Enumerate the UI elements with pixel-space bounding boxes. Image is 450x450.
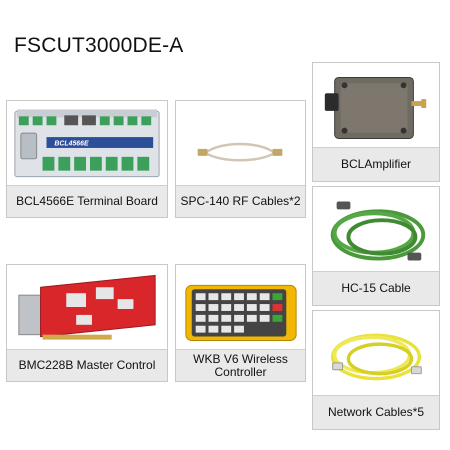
terminal-board-illustration: BCL4566E [14, 109, 160, 178]
product-image-network [313, 311, 439, 397]
wireless-remote-illustration [185, 284, 297, 341]
product-caption-bmc228b: BMC228B Master Control [7, 349, 167, 381]
amplifier-illustration [324, 76, 427, 139]
product-card-bmc228b[interactable]: BMC228B Master Control [6, 264, 168, 382]
page-title: FSCUT3000DE-A [14, 34, 184, 57]
caption-line-2: Controller [214, 364, 267, 379]
product-caption-network: Network Cables*5 [313, 395, 439, 429]
product-caption-bclamplifier: BCLAmplifier [313, 147, 439, 181]
product-card-network[interactable]: Network Cables*5 [312, 310, 440, 430]
green-cable-illustration [330, 201, 426, 261]
product-caption-bcl4566e: BCL4566E Terminal Board [7, 185, 167, 217]
pci-card-illustration [18, 274, 156, 340]
yellow-cable-illustration [330, 333, 422, 381]
caption-line-1: WKB V6 Wireless [193, 351, 288, 366]
product-image-bcl4566e: BCL4566E [7, 101, 167, 187]
rf-cable-illustration [197, 142, 283, 162]
product-caption-wkb: WKB V6 Wireless Controller [176, 349, 305, 381]
product-card-hc15[interactable]: HC-15 Cable [312, 186, 440, 306]
product-image-wkb [176, 265, 305, 351]
product-card-bcl4566e[interactable]: BCL4566E BCL4566E Terminal Board [6, 100, 168, 218]
product-caption-spc140: SPC-140 RF Cables*2 [176, 185, 305, 217]
product-card-spc140[interactable]: SPC-140 RF Cables*2 [175, 100, 306, 218]
product-card-wkb[interactable]: WKB V6 Wireless Controller [175, 264, 306, 382]
product-image-bmc228b [7, 265, 167, 351]
product-image-hc15 [313, 187, 439, 273]
product-card-bclamplifier[interactable]: BCLAmplifier [312, 62, 440, 182]
product-image-spc140 [176, 101, 305, 187]
board-model-text: BCL4566E [54, 140, 89, 147]
product-image-bclamplifier [313, 63, 439, 149]
product-caption-hc15: HC-15 Cable [313, 271, 439, 305]
